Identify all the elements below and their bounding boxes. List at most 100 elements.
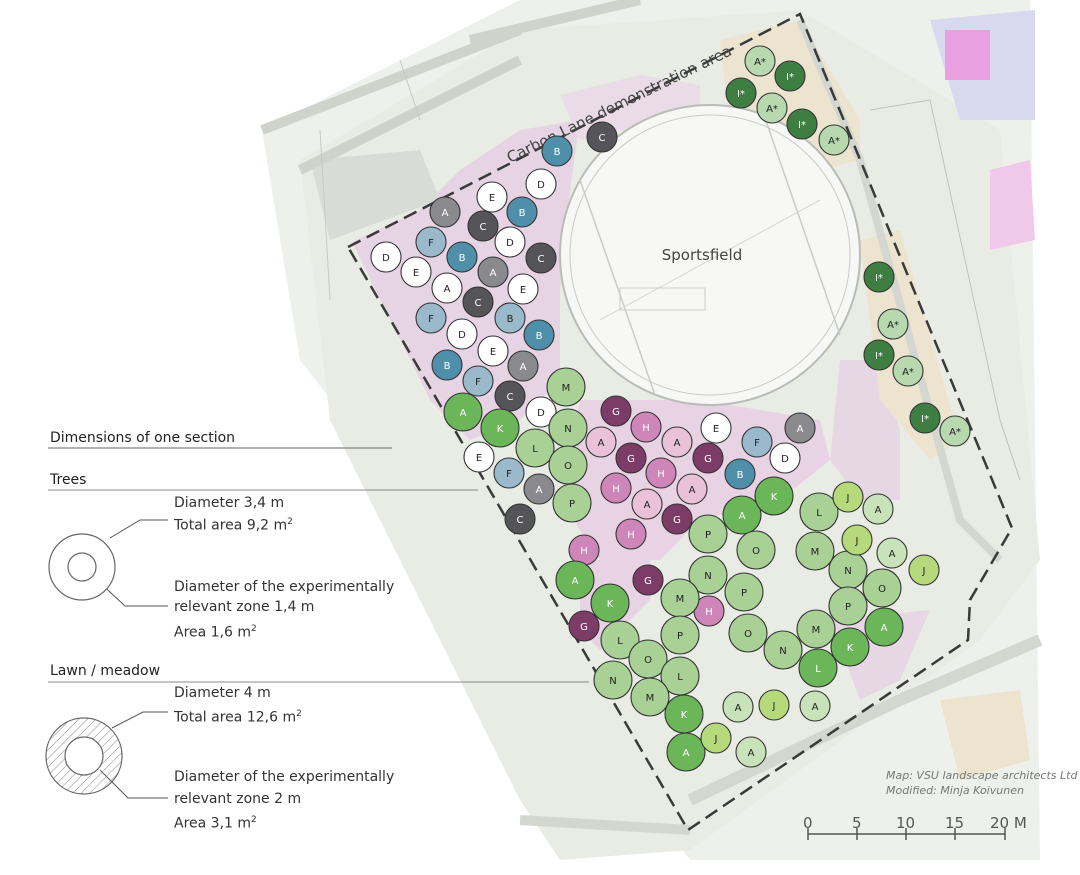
planting-section-g: G: [692, 442, 724, 474]
planting-section-e: E: [507, 273, 539, 305]
planting-section-istar: I*: [863, 339, 895, 371]
planting-circle: [700, 412, 732, 444]
planting-circle: [799, 492, 839, 532]
planting-section-d: D: [370, 241, 402, 273]
planting-section-m: M: [546, 367, 586, 407]
planting-section-p: P: [552, 483, 592, 523]
planting-circle: [728, 613, 768, 653]
planting-section-l: L: [799, 492, 839, 532]
planting-label: J: [855, 536, 859, 547]
planting-label: L: [617, 636, 623, 647]
planting-label: L: [816, 508, 822, 519]
planting-circle: [462, 286, 494, 318]
planting-label: G: [704, 454, 712, 465]
planting-circle: [630, 411, 662, 443]
planting-circle: [832, 481, 864, 513]
planting-circle: [525, 242, 557, 274]
planting-label: L: [815, 664, 821, 675]
planting-label: J: [846, 493, 850, 504]
planting-circle: [863, 339, 895, 371]
planting-circle: [661, 503, 693, 535]
planting-section-c: C: [494, 380, 526, 412]
planting-label: H: [627, 530, 635, 541]
planting-circle: [546, 367, 586, 407]
trees-zone-diameter-line1: Diameter of the experimentally: [174, 579, 395, 595]
planting-section-g: G: [615, 442, 647, 474]
planting-label: J: [714, 734, 718, 745]
planting-section-f: F: [741, 426, 773, 458]
planting-label: A: [536, 485, 543, 496]
planting-label: N: [704, 571, 711, 582]
planting-label: A: [889, 549, 896, 560]
planting-section-e: E: [463, 441, 495, 473]
planting-section-j: J: [841, 524, 873, 556]
scale-bar: [807, 828, 1006, 840]
planting-section-p: P: [660, 615, 700, 655]
planting-section-j: J: [832, 481, 864, 513]
planting-section-a: A: [666, 732, 706, 772]
planting-circle: [700, 722, 732, 754]
planting-circle: [429, 196, 461, 228]
planting-label: A: [444, 284, 451, 295]
planting-circle: [909, 402, 941, 434]
planting-section-astar: A*: [818, 124, 850, 156]
scale-tick-10: 10: [896, 814, 916, 832]
planting-circle: [586, 121, 618, 153]
planting-section-e: E: [477, 335, 509, 367]
planting-section-a: A: [862, 493, 894, 525]
planting-label: A: [683, 748, 690, 759]
planting-section-g: G: [632, 564, 664, 596]
planting-label: H: [612, 484, 620, 495]
sportsfield-label: Sportsfield: [662, 246, 742, 264]
planting-circle: [796, 609, 836, 649]
planting-label: I*: [786, 72, 794, 83]
planting-circle: [724, 458, 756, 490]
planting-section-a: A: [722, 495, 762, 535]
planting-circle: [864, 607, 904, 647]
planting-section-j: J: [908, 554, 940, 586]
planting-label: B: [519, 208, 526, 219]
planting-circle: [400, 256, 432, 288]
planting-circle: [494, 226, 526, 258]
planting-circle: [463, 441, 495, 473]
trees-heading: Trees: [50, 472, 87, 488]
planting-label: E: [490, 347, 496, 358]
planting-label: B: [444, 361, 451, 372]
planting-label: A*: [949, 427, 961, 438]
planting-label: I*: [875, 351, 883, 362]
planting-label: G: [673, 515, 681, 526]
planting-section-a: A: [555, 560, 595, 600]
planting-circle: [632, 564, 664, 596]
planting-circle: [446, 241, 478, 273]
scale-tick-20: 20 M: [990, 814, 1027, 832]
planting-label: I*: [798, 120, 806, 131]
planting-label: M: [812, 625, 821, 636]
planting-circle: [467, 210, 499, 242]
planting-section-n: N: [688, 555, 728, 595]
planting-section-f: F: [415, 302, 447, 334]
planting-circle: [630, 677, 670, 717]
lawn-heading: Lawn / meadow: [50, 663, 161, 679]
planting-section-o: O: [736, 530, 776, 570]
planting-circle: [523, 319, 555, 351]
planting-circle: [476, 181, 508, 213]
planting-label: G: [644, 576, 652, 587]
planting-section-h: H: [568, 534, 600, 566]
planting-circle: [525, 168, 557, 200]
planting-section-o: O: [728, 613, 768, 653]
planting-circle: [799, 690, 831, 722]
planting-label: N: [609, 676, 616, 687]
planting-label: H: [657, 469, 665, 480]
planting-section-a: A: [507, 350, 539, 382]
planting-circle: [877, 308, 909, 340]
planting-label: A: [689, 485, 696, 496]
planting-label: E: [413, 268, 419, 279]
planting-section-f: F: [415, 226, 447, 258]
planting-circle: [722, 495, 762, 535]
trees-total-area: Total area 9,2 m2: [174, 517, 293, 534]
planting-label: D: [382, 253, 390, 264]
planting-section-a: A: [735, 736, 767, 768]
planting-label: A: [739, 511, 746, 522]
planting-label: H: [705, 607, 713, 618]
